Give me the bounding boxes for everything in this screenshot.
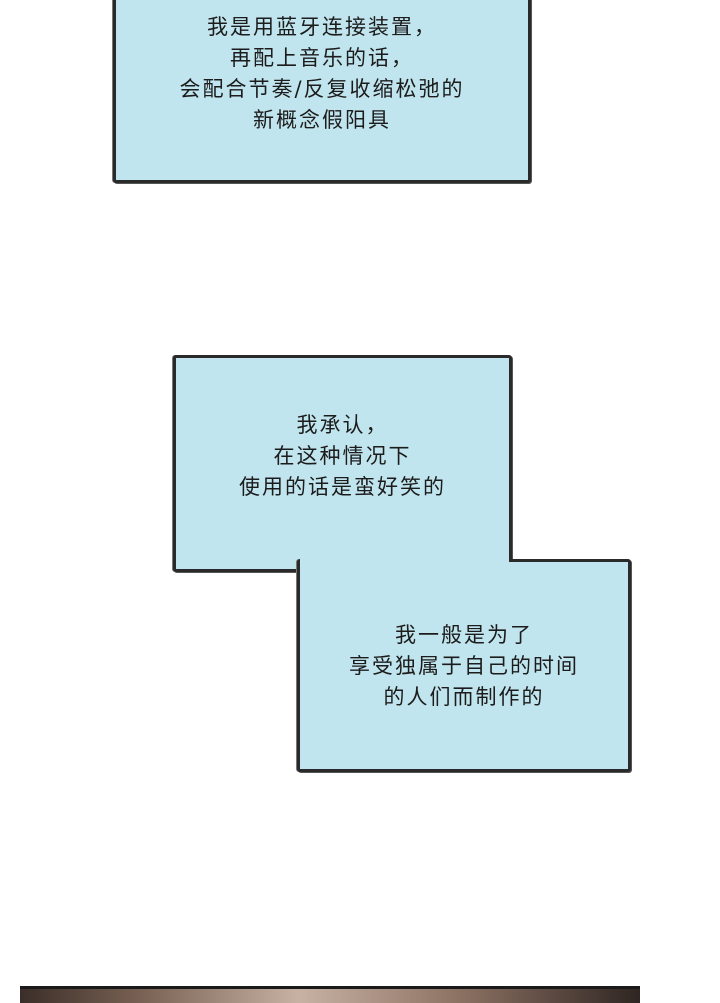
speech-line: 的人们而制作的 [383, 685, 545, 709]
panel-seam-cover [300, 555, 509, 575]
speech-line: 享受独属于自己的时间 [349, 654, 579, 678]
speech-line: 新概念假阳具 [253, 108, 391, 132]
speech-panel-bottom [297, 559, 631, 772]
speech-panel-middle [173, 355, 512, 572]
speech-panel-top [113, 0, 531, 183]
speech-line: 再配上音乐的话， [230, 46, 414, 70]
page-margin [640, 986, 720, 1000]
next-panel-image-edge [20, 986, 640, 1003]
speech-line: 在这种情况下 [273, 444, 412, 468]
speech-text-bottom: 我一般是为了 享受独属于自己的时间 的人们而制作的 [297, 620, 631, 713]
speech-line: 我承认， [296, 413, 389, 437]
speech-line: 会配合节奏/反复收缩松弛的 [179, 77, 465, 101]
speech-line: 使用的话是蛮好笑的 [239, 475, 446, 499]
speech-text-middle: 我承认， 在这种情况下 使用的话是蛮好笑的 [173, 410, 512, 503]
speech-text-top: 我是用蓝牙连接装置， 再配上音乐的话， 会配合节奏/反复收缩松弛的 新概念假阳具 [113, 12, 531, 136]
speech-line: 我是用蓝牙连接装置， [207, 15, 437, 39]
speech-line: 我一般是为了 [395, 623, 533, 647]
